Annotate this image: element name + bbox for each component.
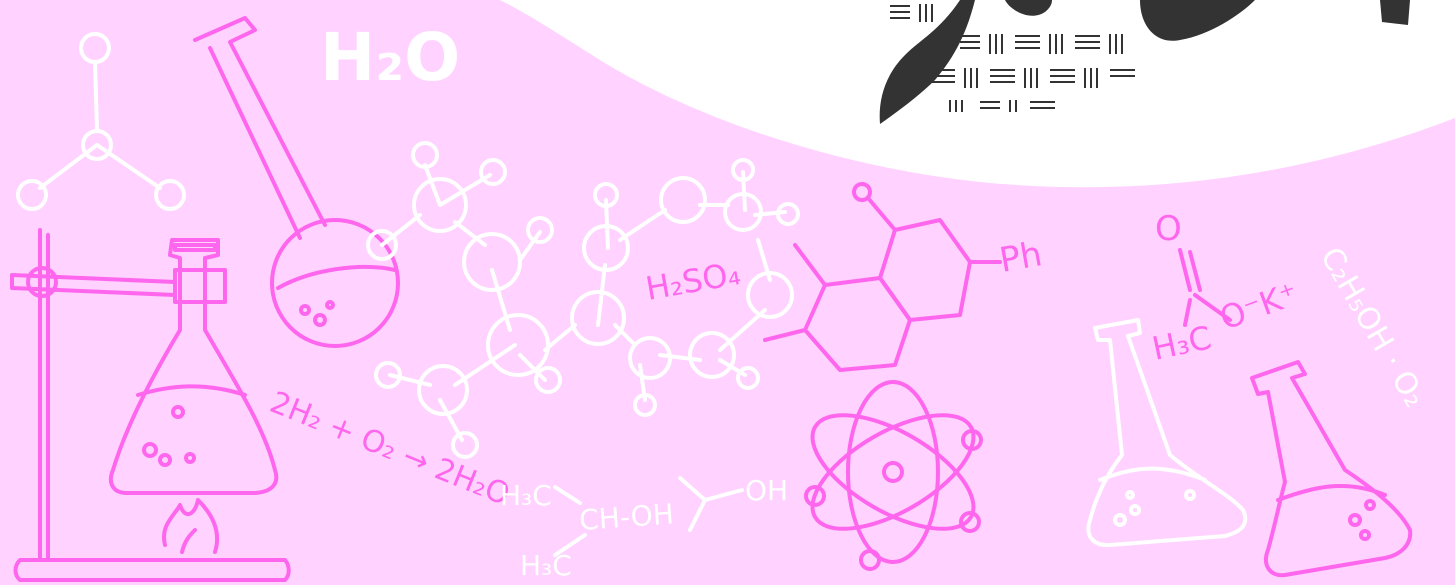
erlenmeyer-flask-icon (1086, 318, 1248, 548)
cyclohexane-structure-icon (763, 182, 1002, 372)
atom-icon (804, 380, 983, 571)
trigonal-molecule-icon (16, 32, 186, 211)
alcohol-structure (553, 476, 744, 557)
methyl-top-label: H₃C (500, 479, 552, 512)
ring-structure-icon (366, 141, 800, 459)
acetate-oxygen-label: O (1155, 209, 1182, 249)
phenyl-label: Ph (997, 234, 1045, 281)
cartoon-character-icon (879, 0, 1410, 124)
ch-oh-label: CH-OH (578, 497, 675, 537)
round-flask-icon (193, 16, 400, 348)
acetate-ok-label: O⁻K⁺ (1215, 274, 1303, 337)
ethanol-label: C₂H₅OH · O₂ (1313, 242, 1432, 414)
lab-stand-icon (10, 228, 291, 582)
sulfuric-acid-label: H₂SO₄ (643, 254, 743, 308)
erlenmeyer-flask-icon (1250, 360, 1413, 578)
bunsen-flame-icon (162, 498, 219, 554)
acetate-methyl-label: H₃C (1149, 318, 1215, 367)
acetate-structure (1178, 248, 1232, 327)
oh-label: OH (745, 474, 788, 507)
methyl-bottom-label: H₃C (520, 549, 572, 582)
erlenmeyer-flask-icon (108, 238, 279, 495)
water-label: H₂O (320, 19, 460, 96)
